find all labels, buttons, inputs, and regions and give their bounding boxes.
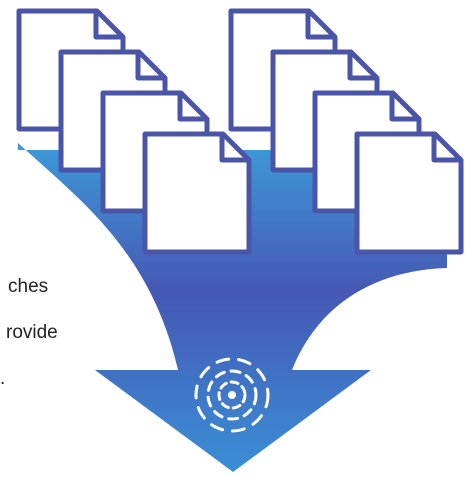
document-icon [354, 131, 464, 255]
radial-target-icon [194, 357, 270, 433]
funnel-arrow [18, 143, 447, 472]
document-stack-left [16, 8, 252, 255]
body-text-fragment: ches [8, 276, 49, 297]
body-text-fragment: . [0, 368, 6, 389]
body-text-fragment: rovide [6, 322, 58, 343]
document-icon [142, 131, 252, 255]
document-stack-right [228, 8, 464, 255]
